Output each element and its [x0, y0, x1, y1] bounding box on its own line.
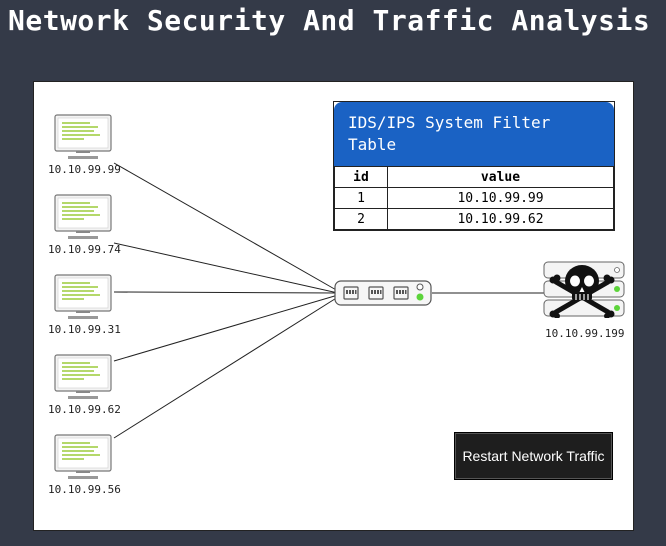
host-ip-label: 10.10.99.74 [48, 243, 121, 256]
host-ip-label: 10.10.99.62 [48, 403, 121, 416]
monitor-stand-icon [68, 476, 98, 479]
host-node[interactable]: 10.10.99.74 [48, 194, 138, 258]
link-host-5 [113, 296, 339, 439]
link-host-4 [113, 294, 339, 362]
attacker-ip-label: 10.10.99.199 [545, 327, 625, 340]
monitor-icon [54, 354, 112, 393]
ids-table-title: IDS/IPS System Filter Table [334, 102, 614, 166]
monitor-icon [54, 114, 112, 153]
network-links [113, 162, 544, 439]
cell-value: 10.10.99.99 [387, 187, 614, 209]
host-node[interactable]: 10.10.99.99 [48, 114, 138, 178]
host-node[interactable]: 10.10.99.56 [48, 434, 138, 498]
monitor-stand-icon [68, 156, 98, 159]
host-ip-label: 10.10.99.99 [48, 163, 121, 176]
ids-filter-table: IDS/IPS System Filter Table id value 1 1… [333, 101, 615, 231]
monitor-icon [54, 194, 112, 233]
cell-value: 10.10.99.62 [387, 208, 614, 230]
table-row: 2 10.10.99.62 [334, 208, 614, 230]
page-title: Network Security And Traffic Analysis [8, 4, 651, 37]
host-ip-label: 10.10.99.31 [48, 323, 121, 336]
monitor-icon [54, 434, 112, 473]
table-row: 1 10.10.99.99 [334, 187, 614, 209]
table-header-row: id value [334, 166, 614, 188]
restart-network-traffic-button[interactable]: Restart Network Traffic [454, 432, 613, 480]
network-diagram-panel: 10.10.99.99 10.10.99.74 [33, 81, 634, 531]
cell-id: 2 [334, 208, 388, 230]
ids-table-grid: id value 1 10.10.99.99 2 10.10.99.62 [334, 166, 614, 230]
column-header-id: id [334, 166, 388, 188]
link-host-3 [113, 291, 339, 294]
link-host-2 [113, 242, 339, 294]
monitor-stand-icon [68, 316, 98, 319]
attacker-server-icon[interactable] [542, 260, 626, 318]
host-ip-label: 10.10.99.56 [48, 483, 121, 496]
host-node[interactable]: 10.10.99.62 [48, 354, 138, 418]
monitor-stand-icon [68, 236, 98, 239]
link-host-1 [113, 162, 339, 292]
column-header-value: value [387, 166, 614, 188]
cell-id: 1 [334, 187, 388, 209]
host-node[interactable]: 10.10.99.31 [48, 274, 138, 338]
skull-crossbones-icon [549, 265, 615, 318]
monitor-stand-icon [68, 396, 98, 399]
monitor-icon [54, 274, 112, 313]
network-switch-icon[interactable] [334, 280, 432, 306]
